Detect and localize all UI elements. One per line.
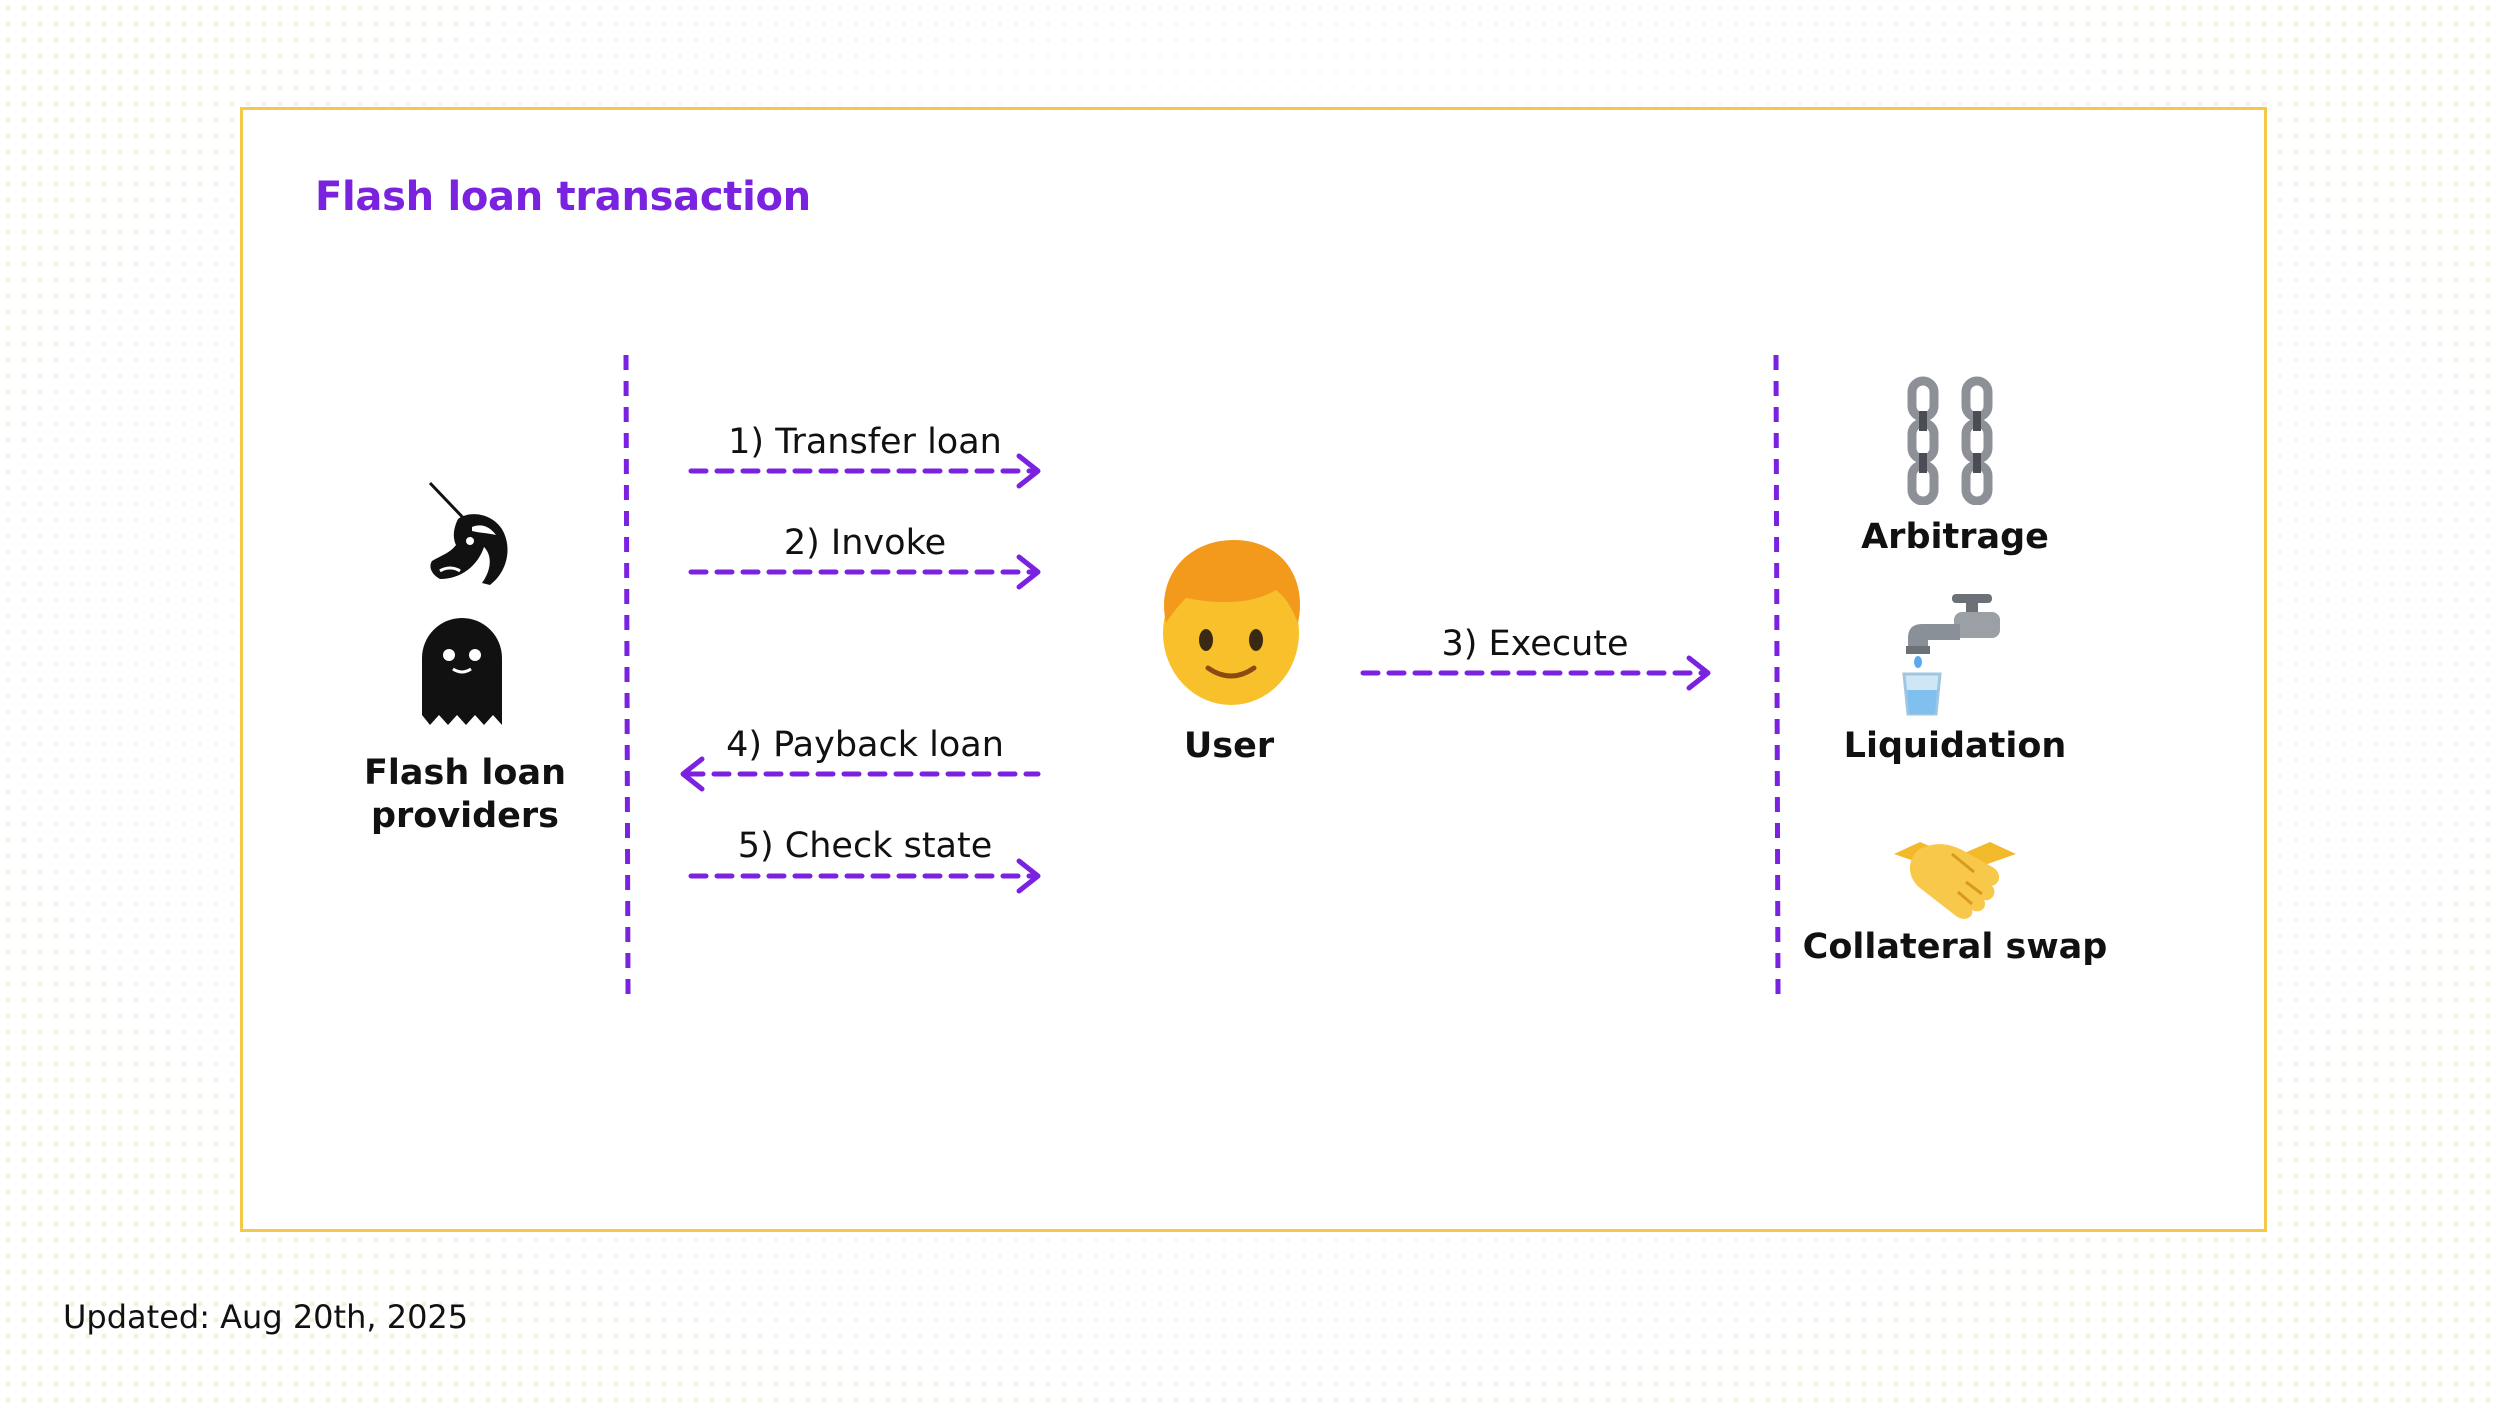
arrow-label-payback-loan: 4) Payback loan [726, 725, 1004, 765]
usecase-label-collateral-swap: Collateral swap [1802, 927, 2108, 967]
chains-icon [1900, 375, 2010, 509]
person-icon [1146, 528, 1316, 712]
faucet-icon [1900, 590, 2010, 724]
right-divider [1773, 354, 1781, 996]
arrow-label-transfer-loan: 1) Transfer loan [728, 422, 1002, 462]
ghost-icon [417, 613, 507, 737]
usecase-label-liquidation: Liquidation [1843, 726, 2067, 766]
providers-label: Flash loan providers [364, 752, 566, 838]
unicorn-icon [410, 475, 520, 599]
usecase-label-arbitrage: Arbitrage [1861, 517, 2049, 557]
left-divider [623, 354, 631, 996]
arrow-execute [1360, 655, 1711, 691]
handshake-icon [1890, 832, 2020, 926]
updated-date: Updated: Aug 20th, 2025 [63, 1298, 469, 1336]
arrow-label-execute: 3) Execute [1441, 624, 1629, 664]
arrow-label-check-state: 5) Check state [737, 826, 993, 866]
arrow-payback-loan [680, 756, 1041, 792]
diagram-card: Flash loan transaction 1) [240, 107, 2267, 1232]
arrow-transfer-loan [688, 453, 1041, 489]
providers-label-line1: Flash loan [363, 753, 567, 793]
arrow-invoke [688, 554, 1041, 590]
arrow-label-invoke: 2) Invoke [783, 523, 947, 563]
user-label: User [1183, 726, 1275, 766]
diagram-title: Flash loan transaction [315, 174, 811, 220]
providers-label-line2: providers [370, 796, 560, 836]
flow-diagram [623, 354, 1781, 996]
arrow-check-state [688, 858, 1041, 894]
